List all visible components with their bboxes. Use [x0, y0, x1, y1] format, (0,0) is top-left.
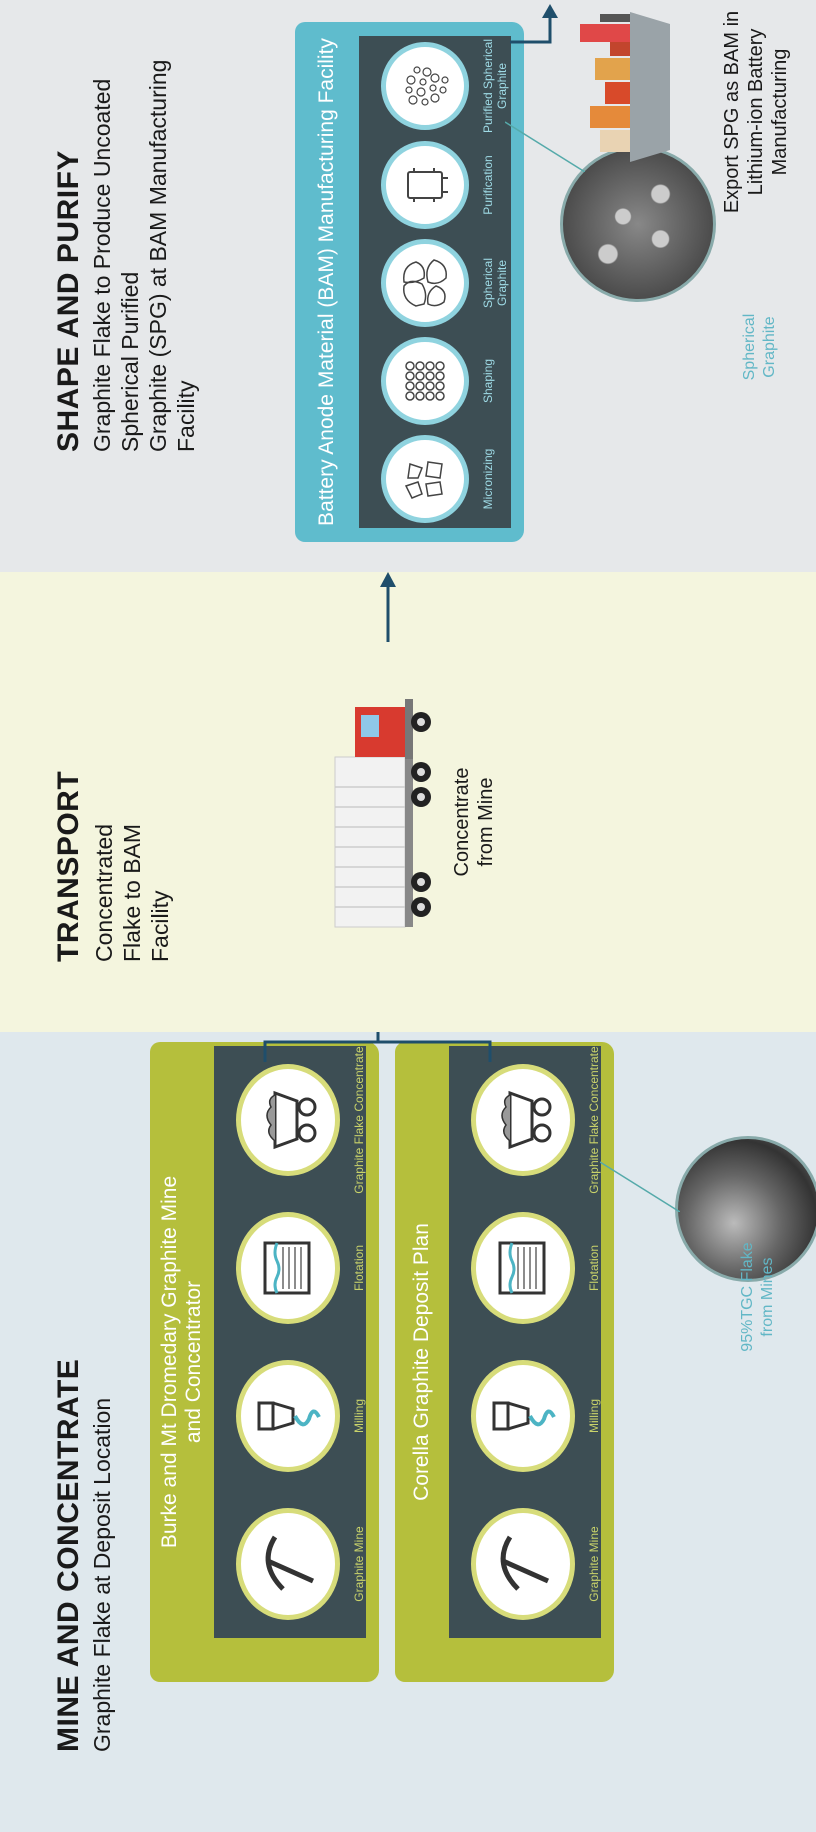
mine-row-1-band-line1: Burke and Mt Dromedary Graphite Mine [158, 1176, 182, 1548]
truck-icon [325, 687, 445, 937]
transport-subtitle-line1: Concentrated [90, 824, 118, 962]
step-label: Milling [587, 1399, 601, 1433]
export-caption-line3: Manufacturing [768, 2, 792, 222]
transport-subtitle: Concentrated Flake to BAM Facility [90, 824, 174, 962]
step-label: Micronizing [481, 449, 495, 510]
shape-subtitle-line2: Graphite (SPG) at BAM Manufacturing Faci… [144, 0, 200, 452]
pickaxe-icon [236, 1508, 340, 1620]
bam-step-shaping: Shaping [359, 329, 511, 430]
mine-row-2: Graphite Mine Milling Flotation Graphite… [449, 1042, 614, 1682]
step-label: Purification [481, 155, 495, 214]
transport-subtitle-line3: Facility [146, 824, 174, 962]
dots-grid-icon [381, 337, 469, 425]
bam-step-purification: Purification [359, 133, 511, 234]
mine-row-1: Graphite Mine Milling Flotation Graphite… [214, 1042, 379, 1682]
mine-row-2-step-graphite-mine: Graphite Mine [449, 1487, 601, 1638]
cargo-ship-icon [560, 2, 690, 172]
minecart-icon [236, 1064, 340, 1176]
mine-row-1-band-line2: and Concentrator [182, 1176, 206, 1548]
mine-row-1-step-graphite-mine: Graphite Mine [214, 1487, 366, 1638]
truck-caption: Concentrate from Mine [450, 722, 498, 922]
mine-row-2-band: Corella Graphite Deposit Plan [395, 1042, 449, 1682]
bam-step-purified-spherical-graphite: Purified Spherical Graphite [359, 36, 511, 136]
step-label: Flotation [587, 1245, 601, 1291]
mine-row-1-step-milling: Milling [214, 1339, 366, 1490]
mine-section: MINE AND CONCENTRATE Graphite Flake at D… [0, 1032, 816, 1832]
export-caption-line1: Export SPG as BAM in [720, 2, 744, 222]
flake-pointer-lines [600, 1152, 680, 1212]
mine-row-1-step-flotation: Flotation [214, 1191, 366, 1342]
step-label: Spherical Graphite [481, 234, 509, 332]
transport-to-shape-arrow [378, 572, 398, 642]
purifier-icon [381, 141, 469, 229]
pickaxe-icon [471, 1508, 575, 1620]
truck-caption-line1: Concentrate [450, 722, 474, 922]
mine-row-2-step-concentrate: Graphite Flake Concentrate [449, 1046, 601, 1194]
mine-title: MINE AND CONCENTRATE [52, 1359, 86, 1752]
shape-title: SHAPE AND PURIFY [52, 150, 86, 452]
spherical-caption-line2: Graphite [760, 272, 780, 422]
shape-subtitle-line1: Graphite Flake to Produce Uncoated Spher… [88, 0, 144, 452]
step-label: Graphite Flake Concentrate [587, 1046, 601, 1193]
mine-subtitle: Graphite Flake at Deposit Location [88, 1398, 116, 1752]
spherical-caption: Spherical Graphite [740, 272, 780, 422]
mill-icon [471, 1360, 575, 1472]
bam-row: Micronizing Shaping Spherical Graphite P… [359, 22, 524, 542]
export-caption-line2: Lithium-ion Battery [744, 2, 768, 222]
step-label: Flotation [352, 1245, 366, 1291]
flake-caption-line1: 95%TGC Flake [738, 1232, 758, 1362]
bam-step-spherical-graphite: Spherical Graphite [359, 231, 511, 332]
cells-icon [381, 239, 469, 327]
flake-caption: 95%TGC Flake from Mines [738, 1232, 778, 1362]
mill-icon [236, 1360, 340, 1472]
step-label: Shaping [481, 359, 495, 403]
step-label: Milling [352, 1399, 366, 1433]
bam-band: Battery Anode Material (BAM) Manufacturi… [295, 22, 359, 542]
step-label: Graphite Flake Concentrate [352, 1046, 366, 1193]
truck-caption-line2: from Mine [474, 722, 498, 922]
flotation-icon [471, 1212, 575, 1324]
flake-caption-line2: from Mines [758, 1232, 778, 1362]
bam-step-micronizing: Micronizing [359, 427, 511, 528]
export-caption: Export SPG as BAM in Lithium-ion Battery… [720, 2, 792, 222]
step-label: Graphite Mine [587, 1526, 601, 1601]
mine-row-2-band-line1: Corella Graphite Deposit Plan [410, 1223, 434, 1501]
flotation-icon [236, 1212, 340, 1324]
spherical-caption-line1: Spherical [740, 272, 760, 422]
transport-subtitle-line2: Flake to BAM [118, 824, 146, 962]
step-label: Graphite Mine [352, 1526, 366, 1601]
mine-row-2-step-flotation: Flotation [449, 1191, 601, 1342]
bubbles-icon [381, 42, 469, 130]
shape-section: SHAPE AND PURIFY Graphite Flake to Produ… [0, 0, 816, 572]
fragments-icon [381, 435, 469, 523]
mine-row-2-step-milling: Milling [449, 1339, 601, 1490]
transport-title: TRANSPORT [52, 771, 86, 962]
transport-section: TRANSPORT Concentrated Flake to BAM Faci… [0, 572, 816, 1032]
mine-row-1-step-concentrate: Graphite Flake Concentrate [214, 1046, 366, 1194]
mine-row-1-band: Burke and Mt Dromedary Graphite Mine and… [150, 1042, 214, 1682]
shape-subtitle: Graphite Flake to Produce Uncoated Spher… [88, 0, 200, 452]
minecart-icon [471, 1064, 575, 1176]
